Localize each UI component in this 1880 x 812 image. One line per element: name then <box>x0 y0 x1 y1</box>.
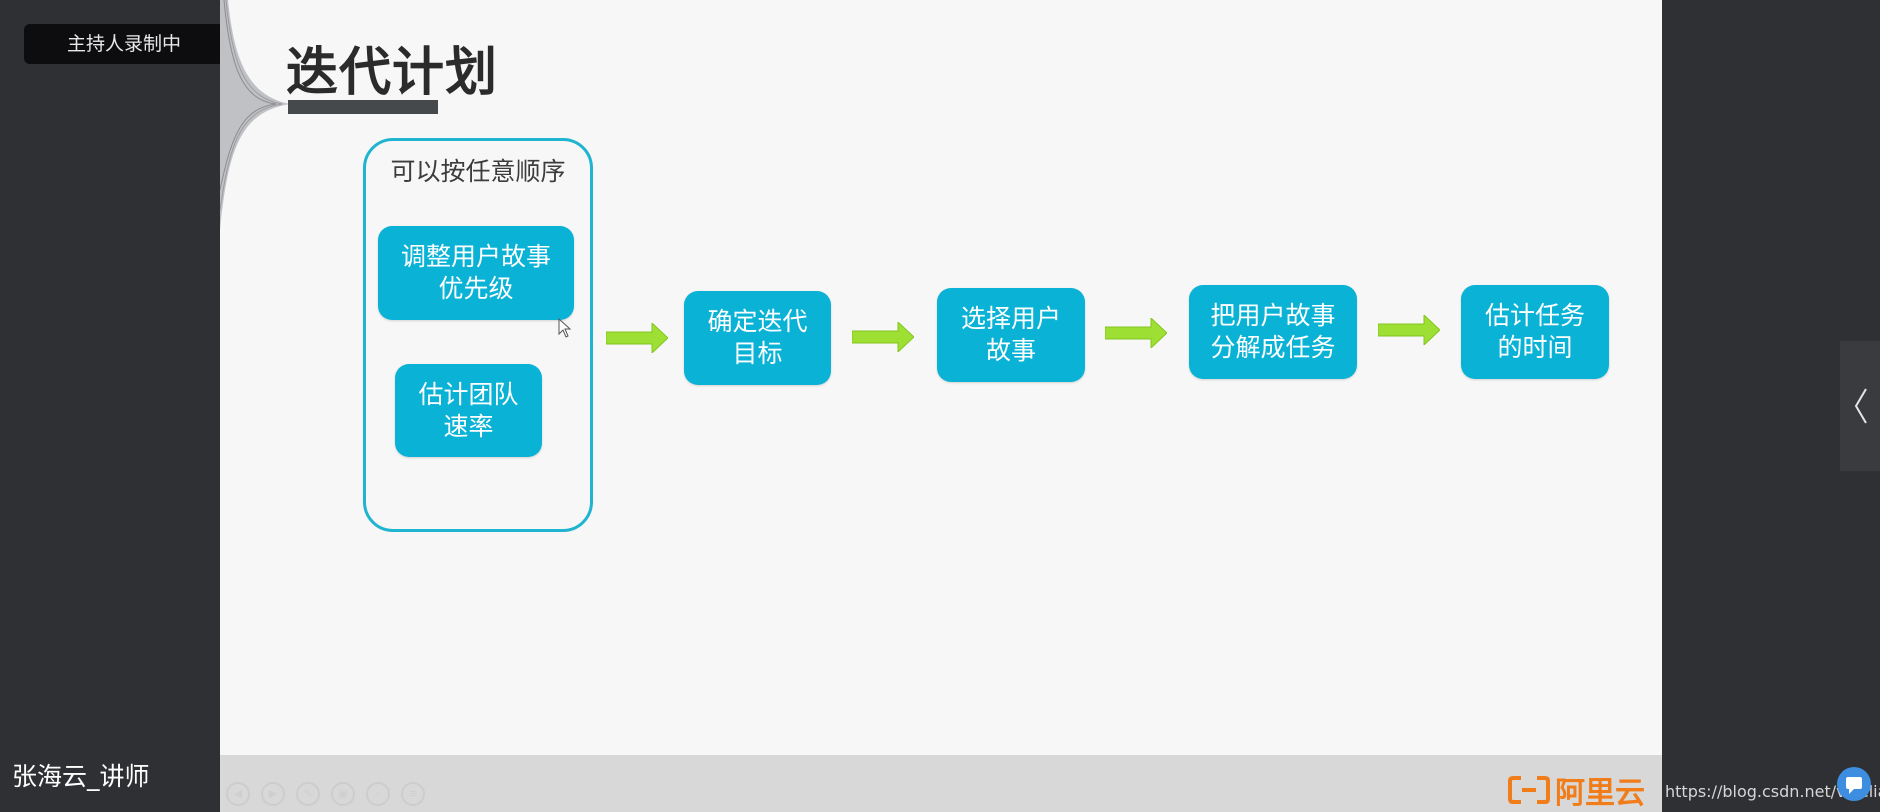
prev-icon[interactable]: ◀ <box>226 782 250 806</box>
step-break-down-tasks: 把用户故事 分解成任务 <box>1189 285 1357 379</box>
estimate-velocity-node: 估计团队 速率 <box>395 364 542 457</box>
step-set-goal: 确定迭代 目标 <box>684 291 831 385</box>
presenter-name: 张海云_讲师 <box>12 762 150 791</box>
step-estimate-time: 估计任务 的时间 <box>1461 285 1609 379</box>
slide-decoration <box>220 0 290 230</box>
title-underline <box>288 100 438 114</box>
aliyun-mark-icon <box>1508 776 1550 804</box>
brand-name: 阿里云 <box>1555 776 1645 811</box>
presentation-footer <box>220 755 1662 812</box>
zoom-icon[interactable]: ⌕ <box>366 782 390 806</box>
copy-icon[interactable]: ▣ <box>331 782 355 806</box>
adjust-priority-node: 调整用户故事 优先级 <box>378 226 574 320</box>
flow-arrow-3 <box>1105 318 1167 348</box>
chat-icon[interactable] <box>1837 767 1871 801</box>
any-order-group <box>363 138 593 532</box>
watermark-url: https://blog.csdn.net/vicelian <box>1665 782 1880 801</box>
menu-icon[interactable]: ≡ <box>401 782 425 806</box>
group-label: 可以按任意顺序 <box>390 157 566 186</box>
aliyun-logo: 阿里云 <box>1507 768 1645 812</box>
next-icon[interactable]: ▶ <box>261 782 285 806</box>
side-panel-toggle[interactable] <box>1840 341 1880 471</box>
slide-canvas: 迭代计划 可以按任意顺序 调整用户故事 优先级 估计团队 速率 确定迭代 目标 … <box>220 0 1662 812</box>
chevron-left-icon <box>1854 388 1867 424</box>
flow-arrow-4 <box>1378 315 1440 345</box>
recording-badge: 主持人录制中 <box>24 24 224 64</box>
mouse-pointer-icon <box>558 318 572 338</box>
pen-icon[interactable]: ✎ <box>296 782 320 806</box>
flow-arrow-2 <box>852 322 914 352</box>
flow-arrow-1 <box>606 323 668 353</box>
step-select-stories: 选择用户 故事 <box>937 288 1085 382</box>
slide-title: 迭代计划 <box>286 43 499 103</box>
chat-bubble-icon <box>1846 777 1862 794</box>
